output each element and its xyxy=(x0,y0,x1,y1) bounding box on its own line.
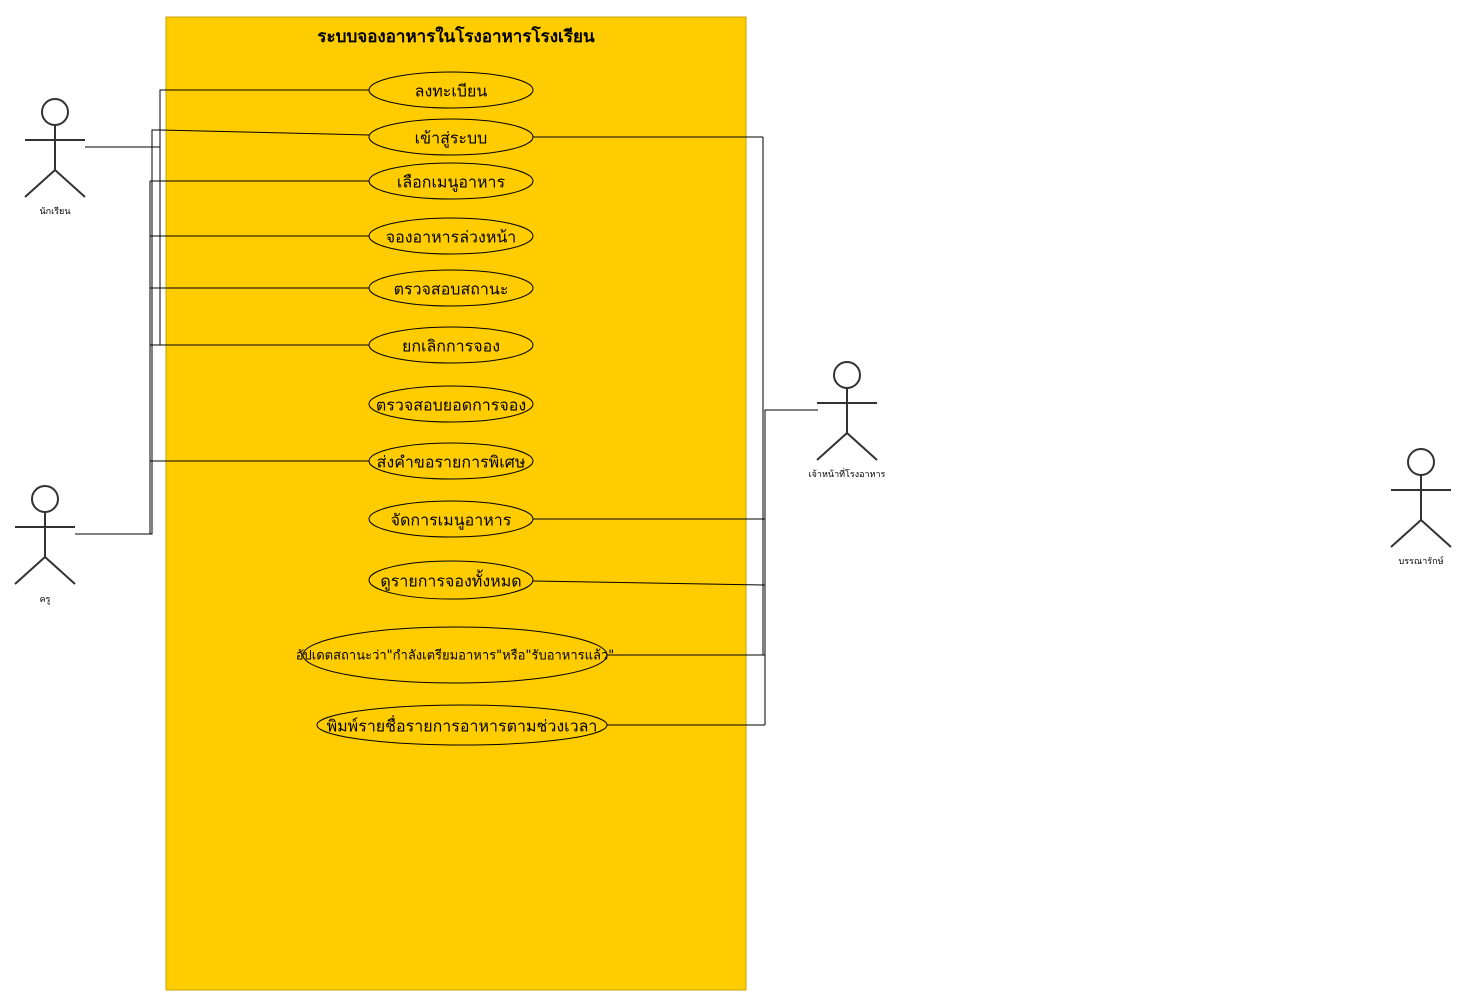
association-staff-view-all xyxy=(532,580,766,586)
actor-editor[interactable]: บรรณารักษ์ xyxy=(1390,448,1452,567)
use-case-cancel-booking[interactable]: ยกเลิกการจอง xyxy=(368,326,534,364)
use-case-register[interactable]: ลงทะเบียน xyxy=(368,71,534,109)
actor-head xyxy=(31,485,59,513)
use-case-label: พิมพ์รายชื่อรายการอาหารตามช่วงเวลา xyxy=(327,715,598,736)
actor-canteen-staff[interactable]: เจ้าหน้าที่โรงอาหาร xyxy=(809,361,886,480)
use-case-view-all-bookings[interactable]: ดูรายการจองทั้งหมด xyxy=(368,560,534,600)
use-case-label: ลงทะเบียน xyxy=(415,82,488,101)
use-case-label: ยกเลิกการจอง xyxy=(402,337,500,356)
actor-label: ครู xyxy=(40,595,51,605)
associations xyxy=(75,89,818,726)
actor-head xyxy=(1407,448,1435,476)
use-case-label: จัดการเมนูอาหาร xyxy=(391,511,512,531)
association-teacher-trunk xyxy=(75,129,160,535)
use-case-special-request[interactable]: ส่งคำขอรายการพิเศษ xyxy=(368,442,534,480)
actor-body xyxy=(24,125,86,198)
actor-body xyxy=(1390,475,1452,548)
use-case-label: อัปเดตสถานะว่า"กำลังเตรียมอาหาร"หรือ"รับ… xyxy=(296,648,615,664)
use-case-manage-menu[interactable]: จัดการเมนูอาหาร xyxy=(368,500,534,538)
actor-student[interactable]: นักเรียน xyxy=(24,98,86,217)
actor-head xyxy=(41,98,69,126)
association-staff-trunk xyxy=(764,409,818,725)
actor-head xyxy=(833,361,861,389)
use-case-check-totals[interactable]: ตรวจสอบยอดการจอง xyxy=(368,385,534,423)
actor-label: บรรณารักษ์ xyxy=(1399,555,1444,567)
use-case-preorder[interactable]: จองอาหารล่วงหน้า xyxy=(368,217,534,255)
actor-body xyxy=(14,512,76,585)
use-case-label: เข้าสู่ระบบ xyxy=(415,129,488,149)
actor-body xyxy=(816,388,878,461)
actor-label: เจ้าหน้าที่โรงอาหาร xyxy=(809,467,886,480)
use-case-label: จองอาหารล่วงหน้า xyxy=(386,228,517,247)
actor-teacher[interactable]: ครู xyxy=(14,485,76,605)
actor-label: นักเรียน xyxy=(40,206,71,217)
use-case-choose-menu[interactable]: เลือกเมนูอาหาร xyxy=(368,162,534,200)
system-title: ระบบจองอาหารในโรงอาหารโรงเรียน xyxy=(317,26,595,47)
use-case-label: เลือกเมนูอาหาร xyxy=(397,173,506,193)
use-case-label: ตรวจสอบสถานะ xyxy=(394,280,509,299)
use-case-print-list[interactable]: พิมพ์รายชื่อรายการอาหารตามช่วงเวลา xyxy=(316,704,608,746)
association-student-register xyxy=(85,89,370,148)
use-case-check-status[interactable]: ตรวจสอบสถานะ xyxy=(368,269,534,307)
use-case-label: ดูรายการจองทั้งหมด xyxy=(380,570,521,592)
use-case-label: ส่งคำขอรายการพิเศษ xyxy=(377,453,526,472)
use-case-update-status[interactable]: อัปเดตสถานะว่า"กำลังเตรียมอาหาร"หรือ"รับ… xyxy=(296,626,615,684)
use-case-login[interactable]: เข้าสู่ระบบ xyxy=(368,118,534,156)
association-student-login xyxy=(159,129,371,136)
use-case-label: ตรวจสอบยอดการจอง xyxy=(376,396,526,415)
